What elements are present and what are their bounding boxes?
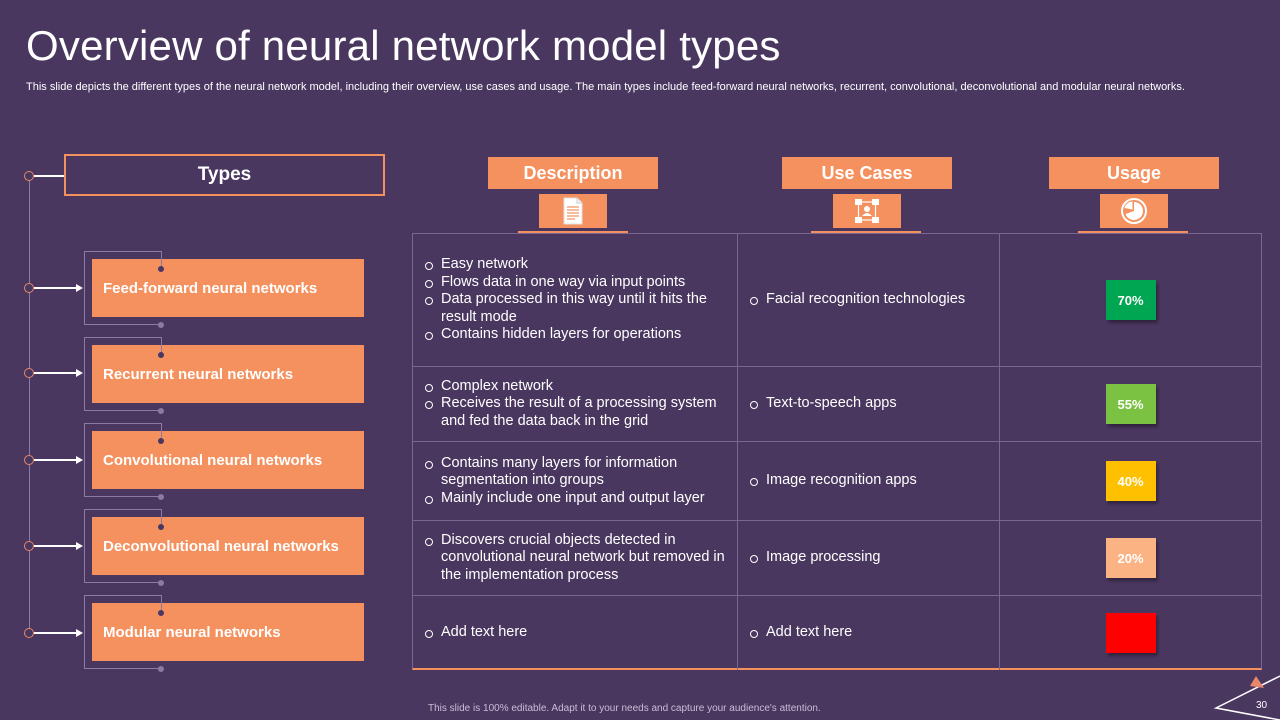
type-connector [24, 455, 84, 465]
use-case-cell: Add text here [738, 596, 1000, 670]
type-label: Feed-forward neural networks [92, 259, 364, 317]
usage-cell: 40% [1000, 442, 1261, 520]
corner-decoration [1213, 675, 1280, 720]
table-row: Add text here Add text here [413, 596, 1261, 670]
footer-note: This slide is 100% editable. Adapt it to… [428, 703, 821, 714]
table-row: Discovers crucial objects detected in co… [413, 521, 1261, 596]
table-row: Contains many layers for information seg… [413, 442, 1261, 521]
network-diagram-icon [833, 194, 901, 228]
page-number: 30 [1256, 700, 1268, 711]
description-underline [518, 231, 628, 233]
type-connector [24, 541, 84, 551]
use-case-item: Image processing [748, 549, 880, 567]
use-case-item: Text-to-speech apps [748, 395, 897, 413]
description-item: Receives the result of a processing syst… [423, 395, 727, 430]
page-title: Overview of neural network model types [26, 22, 781, 69]
description-item: Discovers crucial objects detected in co… [423, 532, 727, 585]
usage-cell [1000, 596, 1261, 670]
description-item: Contains many layers for information seg… [423, 455, 727, 490]
use-cases-header: Use Cases [782, 157, 952, 189]
usage-cell: 70% [1000, 234, 1261, 366]
document-icon [539, 194, 607, 228]
type-connector [24, 628, 84, 638]
type-label: Deconvolutional neural networks [92, 517, 364, 575]
use-case-cell: Text-to-speech apps [738, 367, 1000, 441]
usage-underline [1078, 231, 1188, 233]
usage-badge: 70% [1105, 280, 1156, 320]
type-item: Recurrent neural networks [84, 337, 374, 414]
type-connector [24, 368, 84, 378]
description-list: Discovers crucial objects detected in co… [423, 532, 727, 585]
use-case-cell: Facial recognition technologies [738, 234, 1000, 366]
usage-badge [1105, 613, 1156, 653]
usage-badge: 55% [1105, 384, 1156, 424]
description-item: Add text here [423, 624, 527, 642]
type-item: Convolutional neural networks [84, 423, 374, 500]
type-label: Modular neural networks [92, 603, 364, 661]
type-item: Modular neural networks [84, 595, 374, 672]
description-list: Contains many layers for information seg… [423, 455, 727, 508]
description-item: Complex network [423, 378, 727, 396]
use-case-cell: Image processing [738, 521, 1000, 595]
type-label: Recurrent neural networks [92, 345, 364, 403]
connector-vertical-line [29, 176, 30, 633]
description-item: Mainly include one input and output laye… [423, 490, 727, 508]
pie-chart-icon [1100, 194, 1168, 228]
type-item: Deconvolutional neural networks [84, 509, 374, 586]
usage-badge: 20% [1105, 538, 1156, 578]
description-cell: Discovers crucial objects detected in co… [413, 521, 738, 595]
type-item: Feed-forward neural networks [84, 251, 374, 328]
types-header: Types [64, 154, 385, 196]
description-item: Data processed in this way until it hits… [423, 291, 727, 326]
use-case-item: Add text here [748, 624, 852, 642]
use-cases-underline [811, 231, 921, 233]
usage-badge: 40% [1105, 461, 1156, 501]
description-header: Description [488, 157, 658, 189]
description-cell: Add text here [413, 596, 738, 670]
description-list: Add text here [423, 624, 527, 642]
usage-header: Usage [1049, 157, 1219, 189]
usage-cell: 20% [1000, 521, 1261, 595]
page-subtitle: This slide depicts the different types o… [26, 81, 1185, 93]
description-item: Contains hidden layers for operations [423, 326, 727, 344]
use-case-item: Image recognition apps [748, 472, 917, 490]
usage-cell: 55% [1000, 367, 1261, 441]
description-item: Easy network [423, 256, 727, 274]
description-item: Flows data in one way via input points [423, 274, 727, 292]
use-case-cell: Image recognition apps [738, 442, 1000, 520]
type-connector [24, 283, 84, 293]
use-case-item: Facial recognition technologies [748, 291, 965, 309]
description-cell: Contains many layers for information seg… [413, 442, 738, 520]
type-label: Convolutional neural networks [92, 431, 364, 489]
